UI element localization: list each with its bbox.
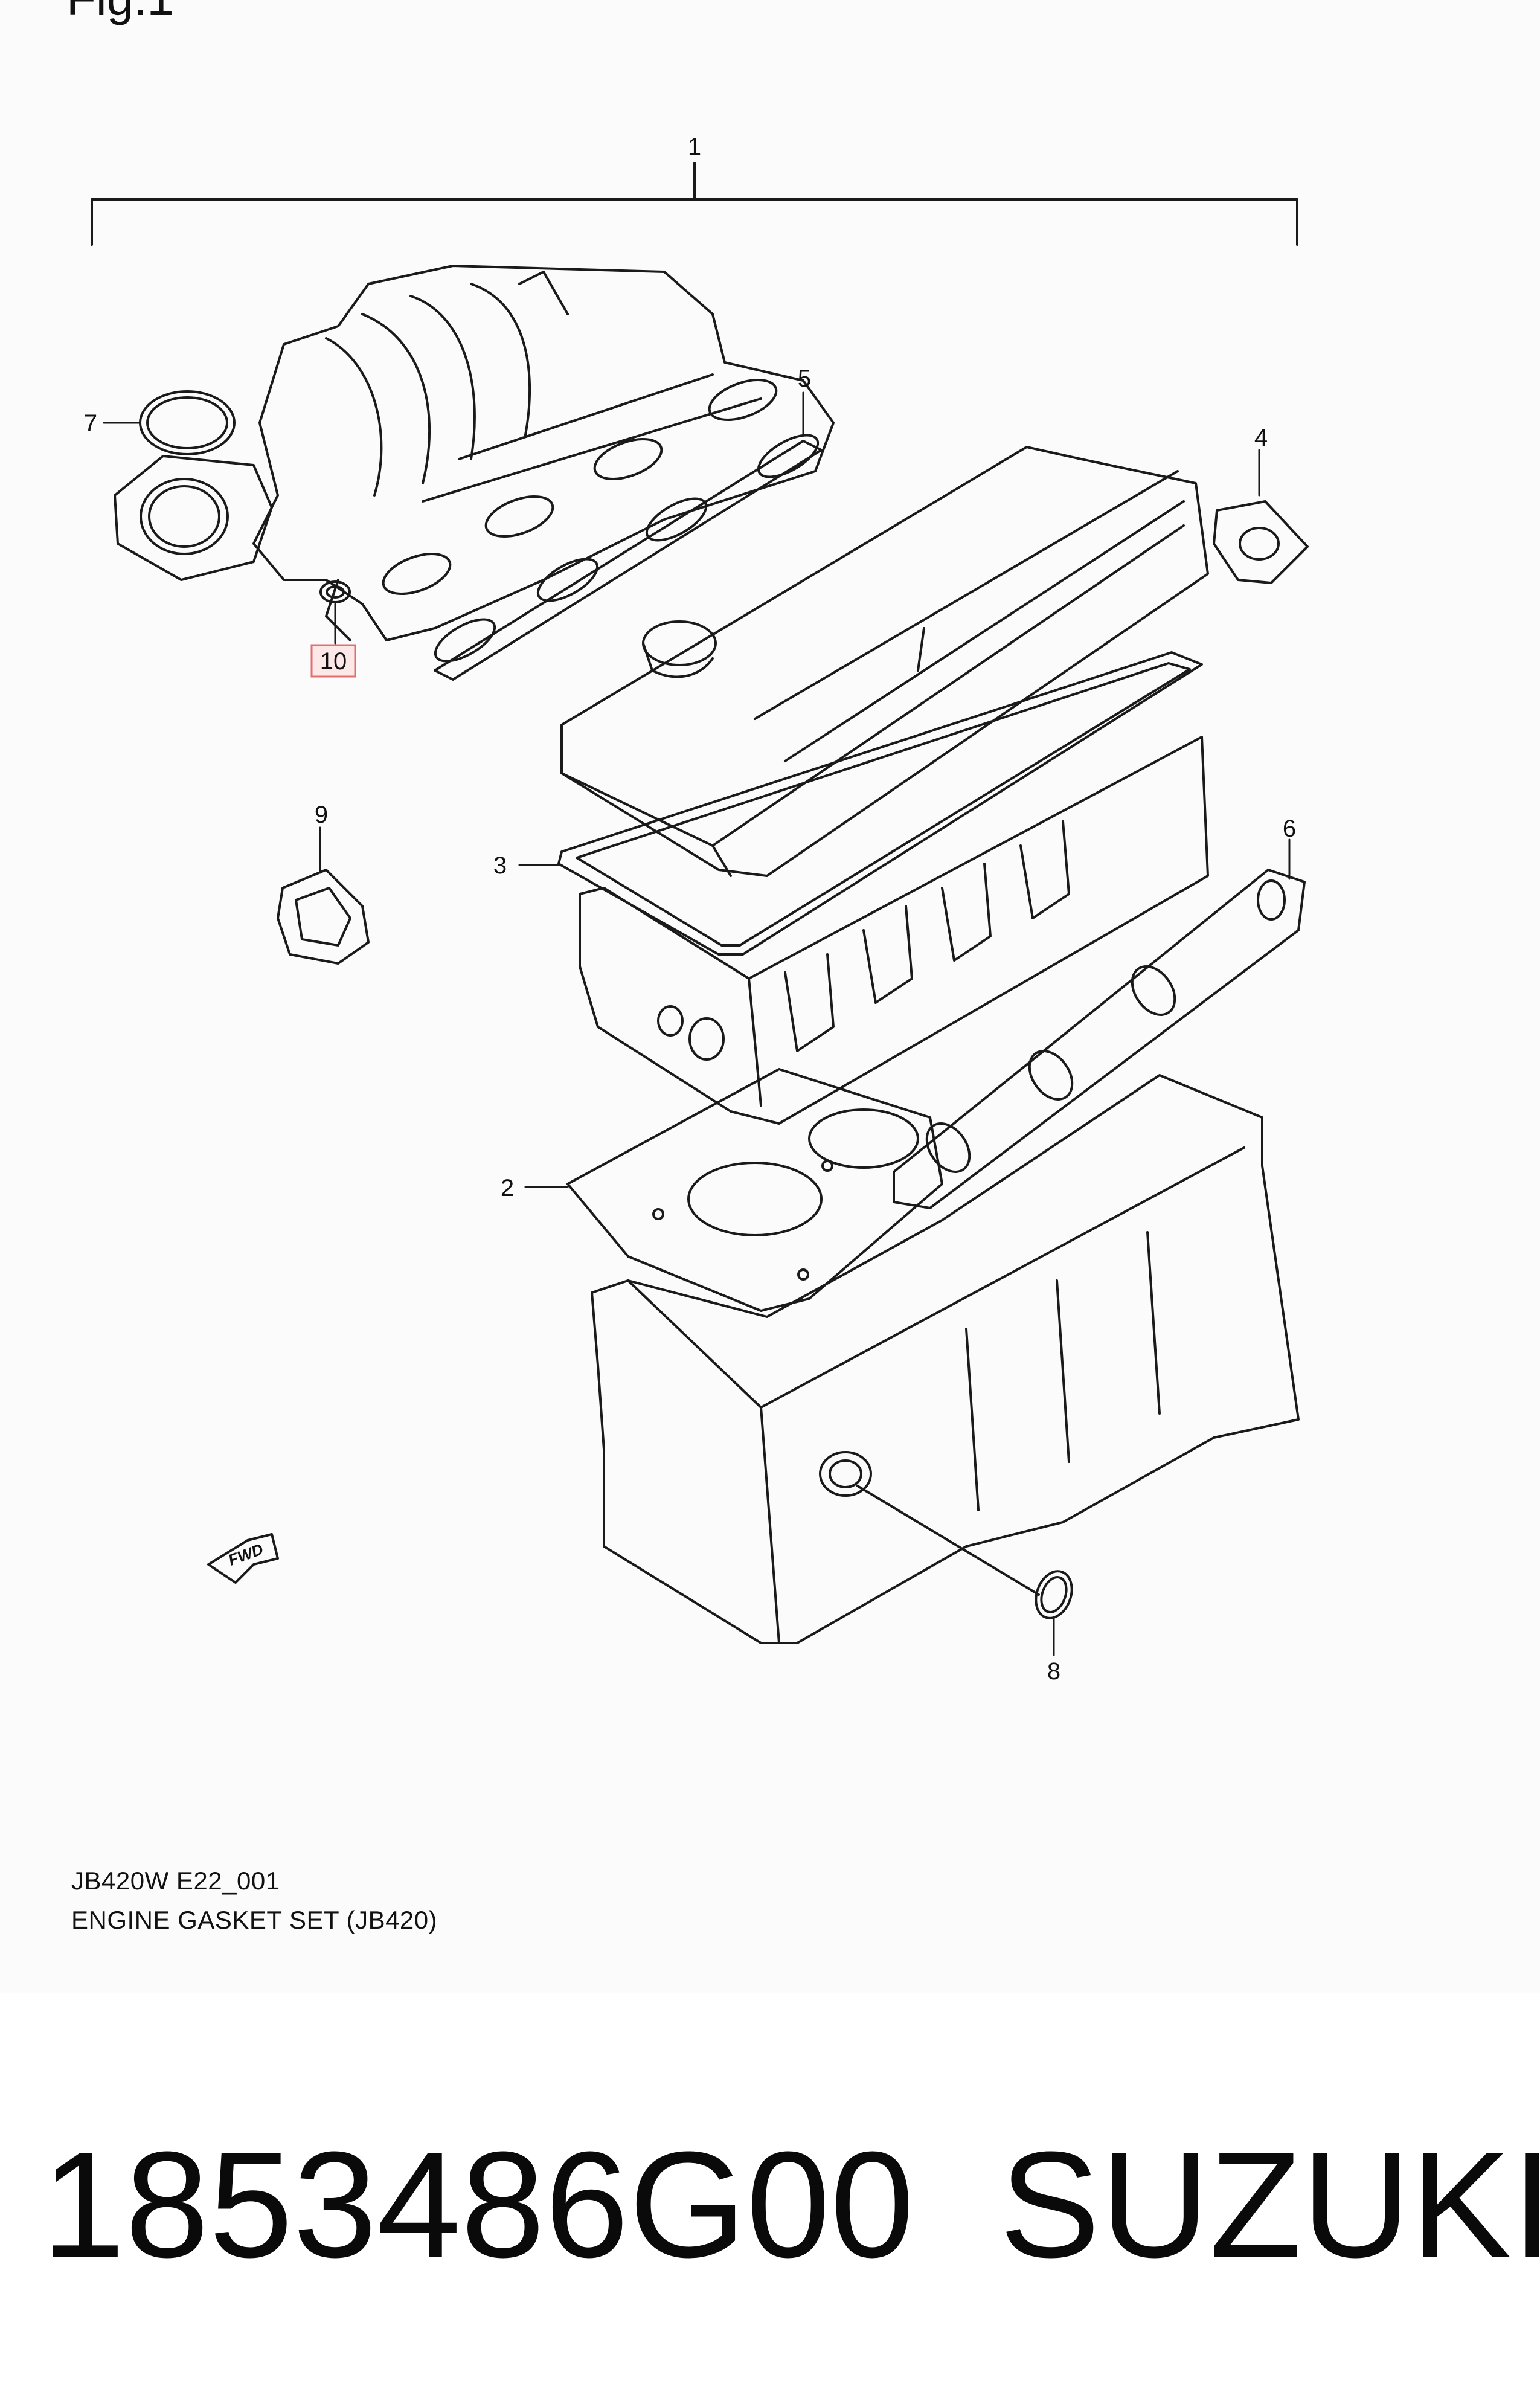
callout-7: 7 bbox=[84, 410, 97, 437]
figure-code: JB420W E22_001 bbox=[71, 1866, 280, 1895]
leader-lines bbox=[103, 391, 1291, 1656]
figure-title: ENGINE GASKET SET (JB420) bbox=[71, 1906, 438, 1934]
callout-6: 6 bbox=[1283, 815, 1296, 842]
callout-1: 1 bbox=[688, 133, 701, 160]
callout-8: 8 bbox=[1047, 1658, 1060, 1685]
callout-10-highlight bbox=[310, 644, 356, 678]
cylinder-block bbox=[591, 1074, 1300, 1644]
callout-3: 3 bbox=[493, 852, 507, 879]
item-6-gasket bbox=[893, 869, 1306, 1209]
item-3-gasket bbox=[557, 651, 1203, 956]
cylinder-head bbox=[579, 736, 1209, 1125]
set-bracket bbox=[91, 162, 1298, 246]
item-2-gasket bbox=[566, 1068, 943, 1312]
item-7-ring bbox=[139, 390, 236, 455]
callout-9: 9 bbox=[315, 802, 328, 828]
exploded-view-drawing: 1 2 3 4 5 6 7 8 9 10 FWD bbox=[84, 133, 1309, 1685]
throttle-flange bbox=[114, 455, 273, 581]
item-4-gasket bbox=[1213, 500, 1309, 584]
footer-banner: 1853486G00 SUZUKI bbox=[0, 1993, 1540, 2392]
callout-2: 2 bbox=[501, 1175, 514, 1201]
diagram-sheet: Fig.1 bbox=[66, 0, 1309, 1934]
callout-10: 10 bbox=[320, 648, 347, 675]
item-8-oring bbox=[1035, 1570, 1073, 1619]
part-number: 1853486G00 bbox=[41, 2120, 914, 2289]
item-9-gasket bbox=[277, 869, 370, 965]
brand-name: SUZUKI bbox=[999, 2120, 1540, 2289]
intake-manifold bbox=[252, 265, 835, 641]
figure-header: Fig.1 bbox=[66, 0, 174, 27]
callout-4: 4 bbox=[1254, 425, 1268, 451]
item-10-oring bbox=[319, 580, 351, 603]
item-5-gasket bbox=[434, 434, 823, 681]
callout-5: 5 bbox=[798, 365, 811, 392]
fwd-arrow-icon bbox=[207, 1533, 279, 1584]
head-cover bbox=[560, 446, 1209, 877]
